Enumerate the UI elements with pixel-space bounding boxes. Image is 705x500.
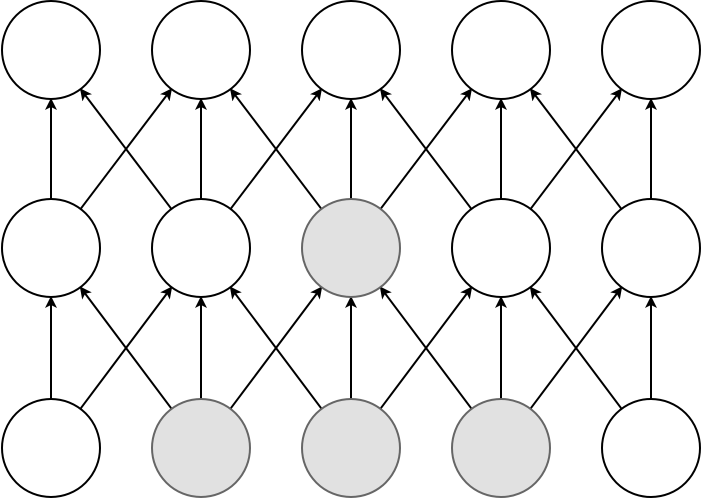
node-l1-n1 [151, 198, 251, 298]
node-l1-n4 [601, 198, 701, 298]
node-l2-n2 [301, 0, 401, 100]
edge-l1-n1-to-l2-n0 [79, 88, 173, 210]
edge-l1-n4-to-l2-n3 [529, 88, 623, 210]
node-l2-n0 [1, 0, 101, 100]
highlighted-node-l0-n3 [451, 398, 551, 498]
edge-l0-n3-to-l1-n2 [379, 286, 473, 410]
highlighted-node-l1-n2 [301, 198, 401, 298]
edge-l0-n4-to-l1-n3 [529, 286, 623, 410]
highlighted-node-l0-n2 [301, 398, 401, 498]
node-l2-n1 [151, 0, 251, 100]
node-l1-n0 [1, 198, 101, 298]
node-l2-n4 [601, 0, 701, 100]
edge-l0-n1-to-l1-n0 [79, 286, 173, 410]
node-l1-n3 [451, 198, 551, 298]
edge-l1-n3-to-l2-n2 [379, 88, 473, 210]
edge-l0-n2-to-l1-n1 [229, 286, 323, 410]
highlighted-node-l0-n1 [151, 398, 251, 498]
node-l0-n0 [1, 398, 101, 498]
node-l2-n3 [451, 0, 551, 100]
node-l0-n4 [601, 398, 701, 498]
edge-l1-n2-to-l2-n1 [229, 88, 323, 210]
edge-group [45, 88, 657, 410]
